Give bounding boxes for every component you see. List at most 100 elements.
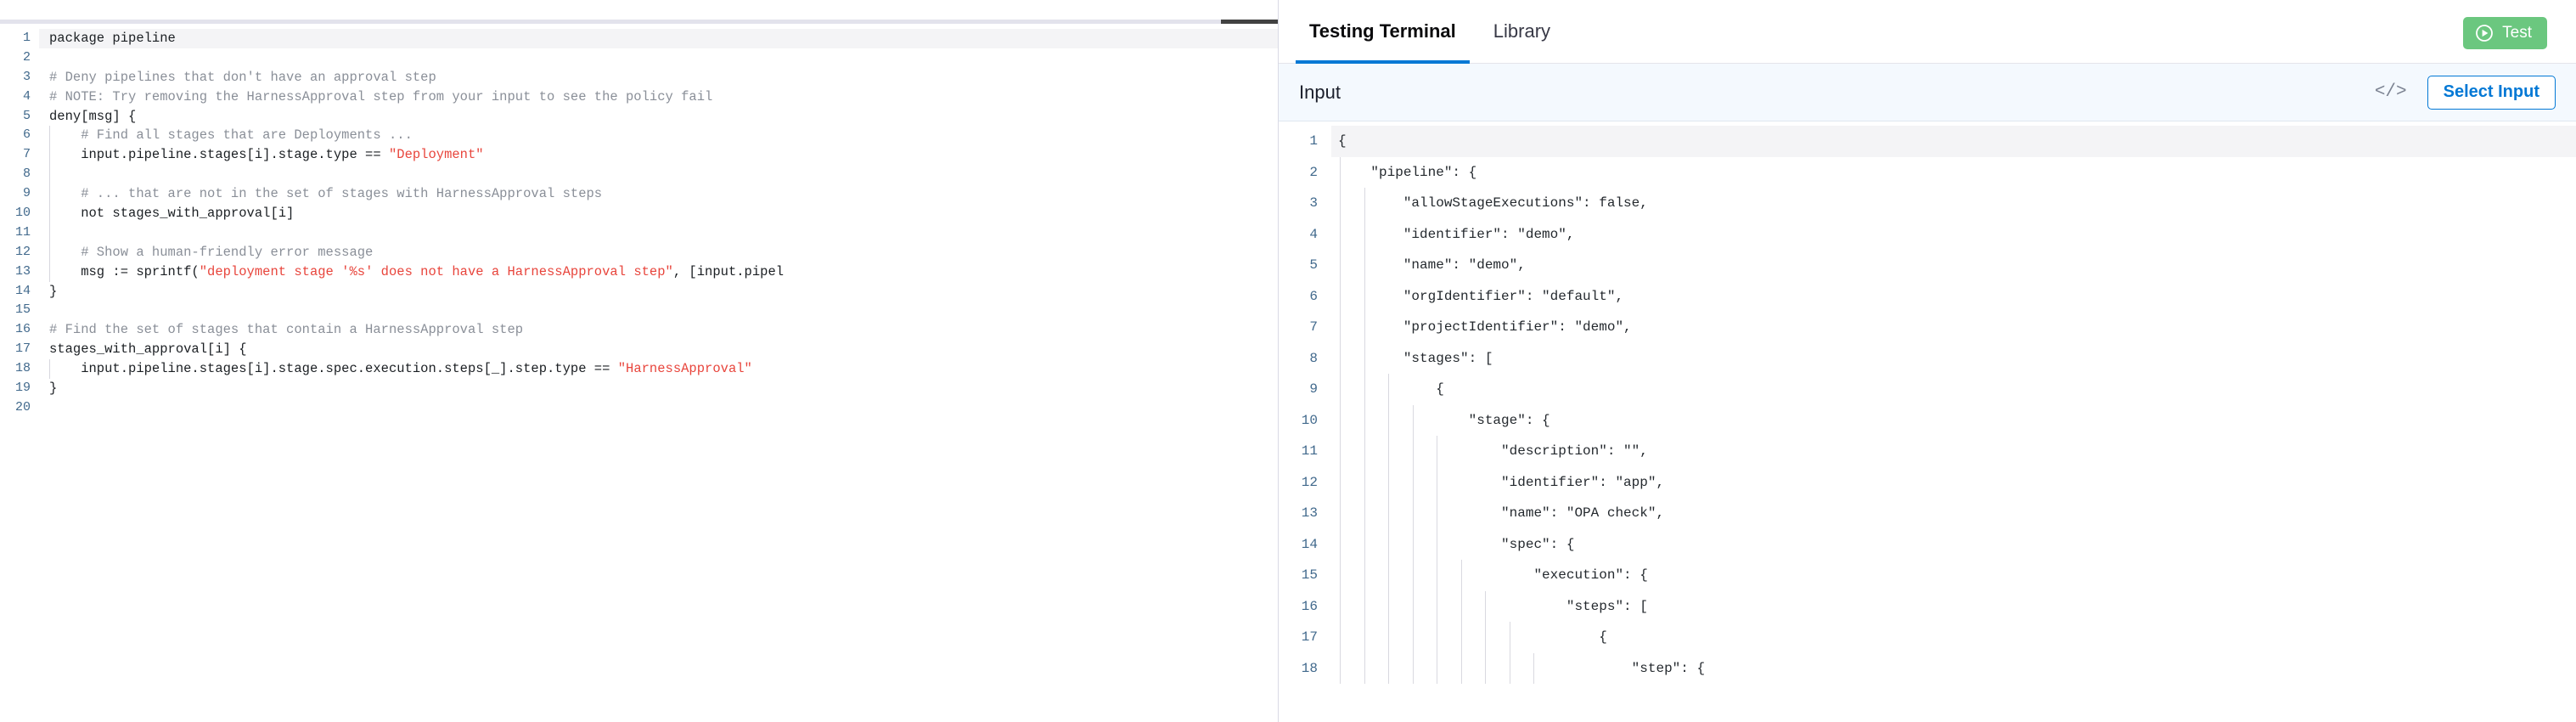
json-line-content[interactable]: "description": "", <box>1331 436 2576 467</box>
code-line-content[interactable] <box>39 48 1278 68</box>
json-line[interactable]: 13 "name": "OPA check", <box>1279 498 2576 529</box>
json-line[interactable]: 5 "name": "demo", <box>1279 250 2576 281</box>
json-line-content[interactable]: "identifier": "demo", <box>1331 218 2576 250</box>
code-line-content[interactable]: msg := sprintf("deployment stage '%s' do… <box>39 262 1278 282</box>
test-button[interactable]: Test <box>2463 17 2547 49</box>
indent-guide <box>1460 560 1462 591</box>
code-line-content[interactable]: not stages_with_approval[i] <box>39 204 1278 223</box>
code-line[interactable]: 12 # Show a human-friendly error message <box>0 242 1278 262</box>
code-view-icon[interactable]: </> <box>2374 82 2407 102</box>
json-line-content[interactable]: { <box>1331 622 2576 653</box>
json-line[interactable]: 6 "orgIdentifier": "default", <box>1279 280 2576 312</box>
code-line-content[interactable]: input.pipeline.stages[i].stage.type == "… <box>39 145 1278 166</box>
json-line-content[interactable]: "execution": { <box>1331 560 2576 591</box>
json-line-content[interactable]: "stage": { <box>1331 404 2576 436</box>
json-line[interactable]: 18 "step": { <box>1279 652 2576 684</box>
code-line-content[interactable]: input.pipeline.stages[i].stage.spec.exec… <box>39 359 1278 380</box>
select-input-button[interactable]: Select Input <box>2427 75 2556 110</box>
indent-guide <box>1364 280 1365 312</box>
json-line[interactable]: 17 { <box>1279 622 2576 653</box>
json-line-content[interactable]: "identifier": "app", <box>1331 466 2576 498</box>
json-line-content[interactable]: "steps": [ <box>1331 590 2576 622</box>
editor-horizontal-scrollbar-thumb[interactable] <box>1221 20 1278 24</box>
code-line[interactable]: 14} <box>0 282 1278 302</box>
code-line-content[interactable]: # NOTE: Try removing the HarnessApproval… <box>39 87 1278 107</box>
code-line[interactable]: 20 <box>0 398 1278 418</box>
code-line-content[interactable] <box>39 223 1278 243</box>
code-line[interactable]: 3# Deny pipelines that don't have an app… <box>0 68 1278 87</box>
json-line[interactable]: 8 "stages": [ <box>1279 342 2576 374</box>
code-line[interactable]: 2 <box>0 48 1278 68</box>
json-line[interactable]: 4 "identifier": "demo", <box>1279 218 2576 250</box>
indent-guide <box>1364 250 1365 281</box>
tab-library[interactable]: Library <box>1475 0 1569 64</box>
code-line[interactable]: 11 <box>0 223 1278 243</box>
json-line-content[interactable]: "name": "demo", <box>1331 250 2576 281</box>
code-line[interactable]: 13 msg := sprintf("deployment stage '%s'… <box>0 262 1278 282</box>
json-line[interactable]: 7 "projectIdentifier": "demo", <box>1279 312 2576 343</box>
tab-testing-terminal[interactable]: Testing Terminal <box>1291 0 1475 64</box>
token-string: "HarnessApproval" <box>617 361 752 377</box>
code-text: # ... that are not in the set of stages … <box>49 184 602 204</box>
code-line[interactable]: 18 input.pipeline.stages[i].stage.spec.e… <box>0 359 1278 380</box>
code-line[interactable]: 6 # Find all stages that are Deployments… <box>0 126 1278 146</box>
json-line[interactable]: 9 { <box>1279 374 2576 405</box>
code-line[interactable]: 8 <box>0 165 1278 185</box>
code-line-content[interactable]: } <box>39 379 1278 398</box>
token-plain: input.pipeline.stages[i].stage.type == <box>49 147 389 163</box>
editor-horizontal-scrollbar-track[interactable] <box>0 20 1278 24</box>
code-line-content[interactable] <box>39 165 1278 185</box>
json-line[interactable]: 10 "stage": { <box>1279 404 2576 436</box>
code-line-content[interactable]: stages_with_approval[i] { <box>39 340 1278 359</box>
code-line-content[interactable]: # Show a human-friendly error message <box>39 242 1278 262</box>
json-line-content[interactable]: { <box>1331 374 2576 405</box>
json-line[interactable]: 2 "pipeline": { <box>1279 156 2576 188</box>
json-line[interactable]: 14 "spec": { <box>1279 528 2576 560</box>
indent-guide <box>1364 466 1365 498</box>
json-line-content[interactable]: "pipeline": { <box>1331 156 2576 188</box>
code-line[interactable]: 16# Find the set of stages that contain … <box>0 320 1278 340</box>
code-line-content[interactable]: package pipeline <box>39 29 1278 48</box>
code-line-content[interactable] <box>39 398 1278 418</box>
code-line-content[interactable]: # Find all stages that are Deployments .… <box>39 126 1278 146</box>
json-line[interactable]: 15 "execution": { <box>1279 560 2576 591</box>
line-number: 15 <box>14 302 31 318</box>
code-line[interactable]: 19} <box>0 379 1278 398</box>
json-line-content[interactable]: "allowStageExecutions": false, <box>1331 188 2576 219</box>
code-line-content[interactable]: } <box>39 282 1278 302</box>
code-line[interactable]: 4# NOTE: Try removing the HarnessApprova… <box>0 87 1278 107</box>
json-line[interactable]: 16 "steps": [ <box>1279 590 2576 622</box>
code-line-content[interactable]: # Deny pipelines that don't have an appr… <box>39 68 1278 87</box>
input-json-editor[interactable]: 1{2 "pipeline": {3 "allowStageExecutions… <box>1279 121 2576 722</box>
code-line-content[interactable]: # Find the set of stages that contain a … <box>39 320 1278 340</box>
json-line-number: 7 <box>1309 319 1318 335</box>
code-line[interactable]: 7 input.pipeline.stages[i].stage.type ==… <box>0 145 1278 166</box>
json-line-content[interactable]: "orgIdentifier": "default", <box>1331 280 2576 312</box>
code-line-content[interactable] <box>39 301 1278 320</box>
indent-guide <box>49 223 50 243</box>
line-number: 10 <box>14 206 31 221</box>
code-line-content[interactable]: # ... that are not in the set of stages … <box>39 184 1278 205</box>
indent-guide <box>1388 528 1389 560</box>
json-line[interactable]: 1{ <box>1279 126 2576 157</box>
code-line-content[interactable]: deny[msg] { <box>39 107 1278 127</box>
json-line-content[interactable]: { <box>1331 126 2576 157</box>
code-line[interactable]: 10 not stages_with_approval[i] <box>0 204 1278 223</box>
indent-guide <box>1388 436 1389 467</box>
json-line[interactable]: 12 "identifier": "app", <box>1279 466 2576 498</box>
code-line[interactable]: 9 # ... that are not in the set of stage… <box>0 184 1278 205</box>
json-line-content[interactable]: "step": { <box>1331 652 2576 684</box>
json-line[interactable]: 11 "description": "", <box>1279 436 2576 467</box>
json-line-content[interactable]: "projectIdentifier": "demo", <box>1331 312 2576 343</box>
json-line[interactable]: 3 "allowStageExecutions": false, <box>1279 188 2576 219</box>
json-line-content[interactable]: "spec": { <box>1331 528 2576 560</box>
json-line-content[interactable]: "stages": [ <box>1331 342 2576 374</box>
code-line[interactable]: 15 <box>0 301 1278 320</box>
json-line-content[interactable]: "name": "OPA check", <box>1331 498 2576 529</box>
token-comment: # Show a human-friendly error message <box>49 244 374 260</box>
